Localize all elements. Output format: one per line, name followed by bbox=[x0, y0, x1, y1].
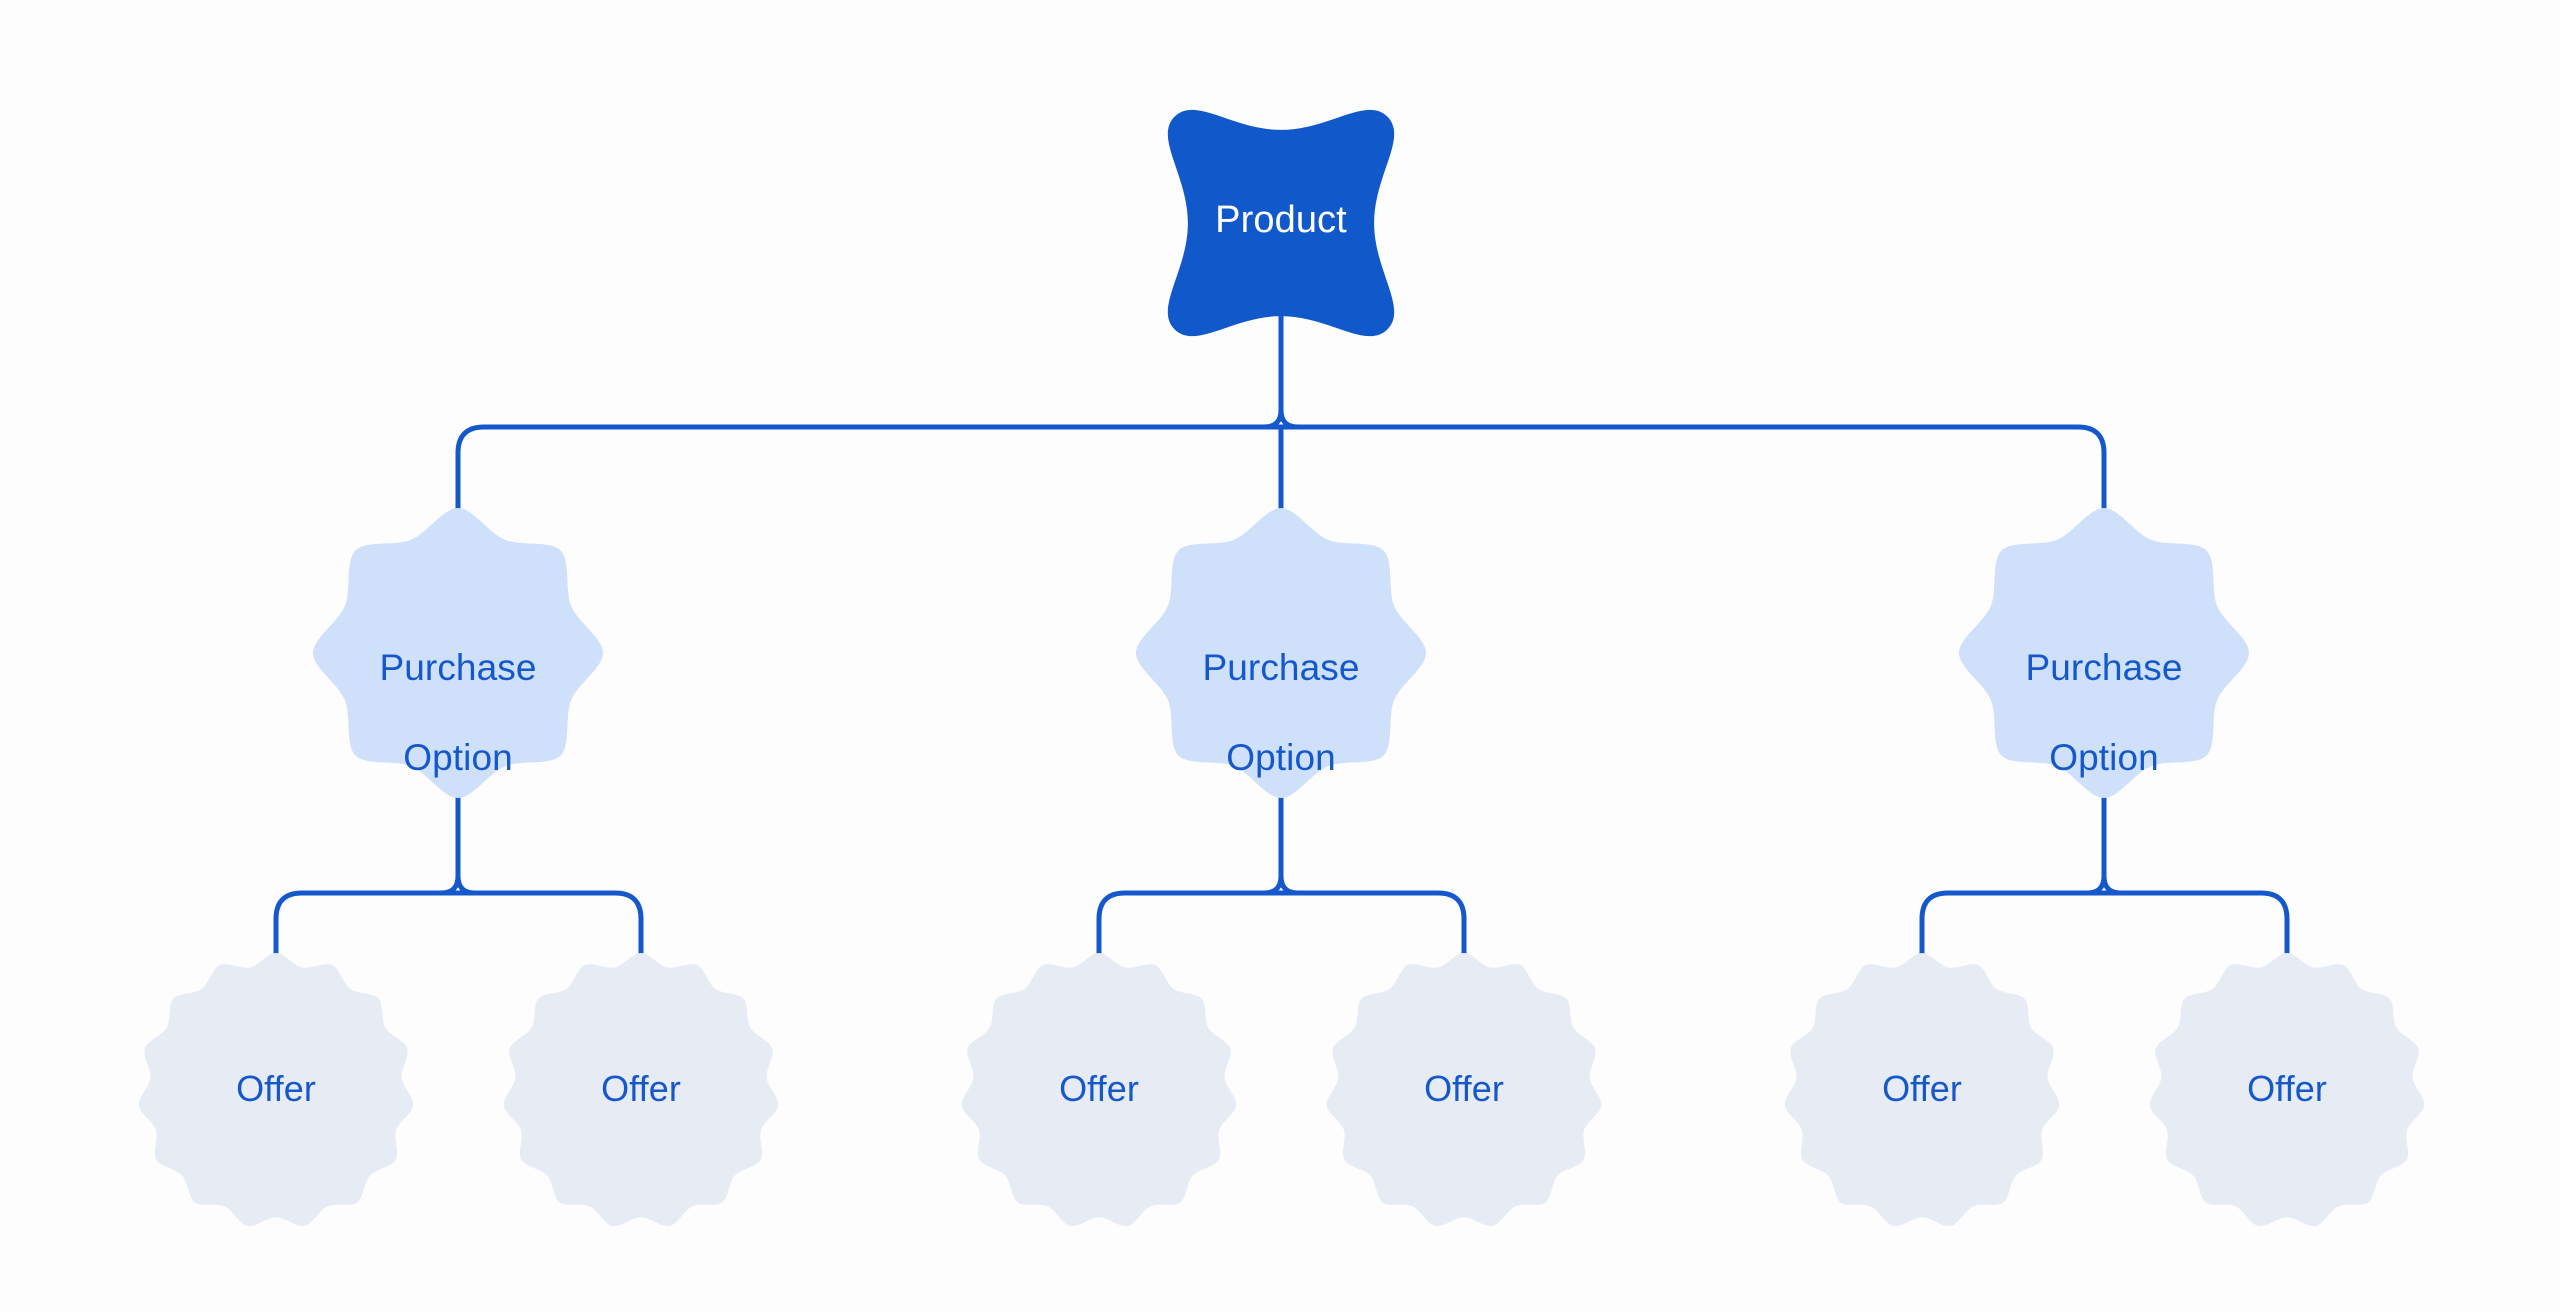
node-product[interactable] bbox=[1167, 109, 1395, 337]
node-offer-6[interactable] bbox=[2149, 953, 2425, 1227]
connector-purchase-option-2-to-offers-stem bbox=[1261, 788, 1301, 896]
connector-purchase-option-1-to-offers-bar bbox=[273, 890, 644, 922]
connector-product-to-purchase-options-stem bbox=[1261, 313, 1301, 430]
node-layer bbox=[138, 109, 2425, 1227]
node-purchase-option-3[interactable] bbox=[1959, 508, 2249, 798]
node-offer-3[interactable] bbox=[961, 953, 1237, 1227]
connector-purchase-option-3-to-offers-stem bbox=[2084, 788, 2124, 896]
node-purchase-option-2[interactable] bbox=[1136, 508, 1426, 798]
node-purchase-option-1[interactable] bbox=[313, 508, 603, 798]
node-offer-4[interactable] bbox=[1326, 953, 1602, 1227]
connector-layer bbox=[273, 313, 2290, 960]
node-offer-1[interactable] bbox=[138, 953, 414, 1227]
connector-purchase-option-2-to-offers-bar bbox=[1096, 890, 1467, 922]
connector-purchase-option-1-to-offers-stem bbox=[438, 788, 478, 896]
node-offer-5[interactable] bbox=[1784, 953, 2060, 1227]
connector-purchase-option-3-to-offers-bar bbox=[1919, 890, 2290, 922]
node-offer-2[interactable] bbox=[503, 953, 779, 1227]
